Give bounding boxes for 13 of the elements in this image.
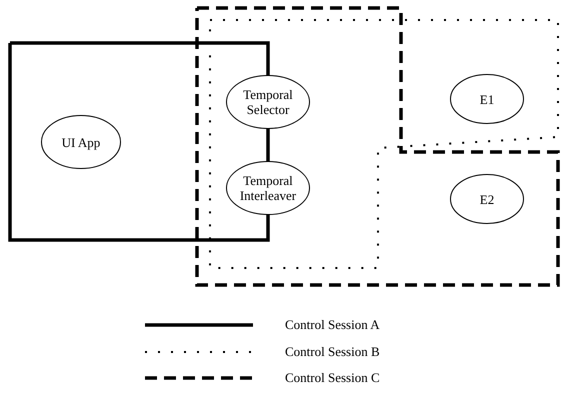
- process-ellipse: [41, 115, 121, 169]
- node-label: Temporal Interleaver: [238, 173, 298, 203]
- node-label: E2: [480, 192, 494, 206]
- process-ellipse: [226, 75, 310, 129]
- node-label: UI App: [62, 134, 100, 150]
- legend-label: Control Session C: [285, 370, 380, 386]
- process-ellipse: [226, 161, 310, 215]
- legend-label: Control Session B: [285, 344, 380, 360]
- node-label: E1: [480, 92, 494, 106]
- process-ellipse: [450, 74, 524, 124]
- node-label: Temporal Selector: [242, 87, 294, 117]
- process-ellipse: [450, 174, 524, 224]
- legend-label: Control Session A: [285, 317, 380, 333]
